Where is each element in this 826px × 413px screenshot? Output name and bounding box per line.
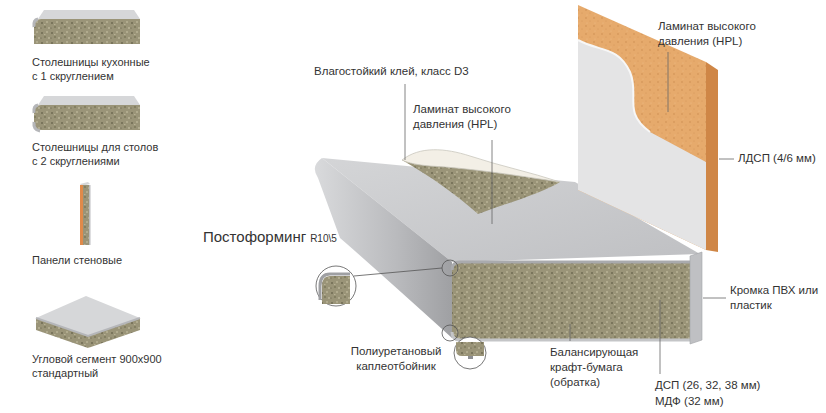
layer-label: Влагостойкий клей, класс D3 <box>314 64 469 79</box>
product-caption: Угловой сегмент 900х900 стандартный <box>32 352 177 381</box>
layer-label: ЛДСП (4/6 мм) <box>738 151 816 166</box>
drip-zoom <box>454 337 486 369</box>
layer-label: Ламинат высокого давления (HPL) <box>413 102 525 132</box>
layer-label: Балансирующая крафт-бумага (обратка) <box>550 345 650 390</box>
material-label: ДСП (26, 32, 38 мм) <box>655 378 760 393</box>
leader-lines <box>405 52 734 374</box>
detail-callouts <box>354 260 465 341</box>
process-label: Постоформинг <box>203 227 306 247</box>
radius-label: R10\5 <box>310 232 337 245</box>
layer-label: Кромка ПВХ или пластик <box>730 283 822 313</box>
layer-label: Полиуретановый каплеотбойник <box>344 344 448 374</box>
layer-label: Ламинат высокого давления (HPL) <box>658 19 770 49</box>
product-caption: Столешницы кухонные с 1 скруглением <box>32 55 150 84</box>
kitchen-top-icon <box>34 10 140 44</box>
postforming-zoom <box>316 266 356 306</box>
material-label: МДФ (32 мм) <box>655 394 724 409</box>
product-caption: Столешницы для столов с 2 скруглениями <box>32 140 162 169</box>
wall-panel-icon <box>80 182 91 245</box>
table-top-icon <box>34 96 140 131</box>
product-caption: Панели стеновые <box>32 253 172 267</box>
corner-segment-icon <box>36 296 140 348</box>
